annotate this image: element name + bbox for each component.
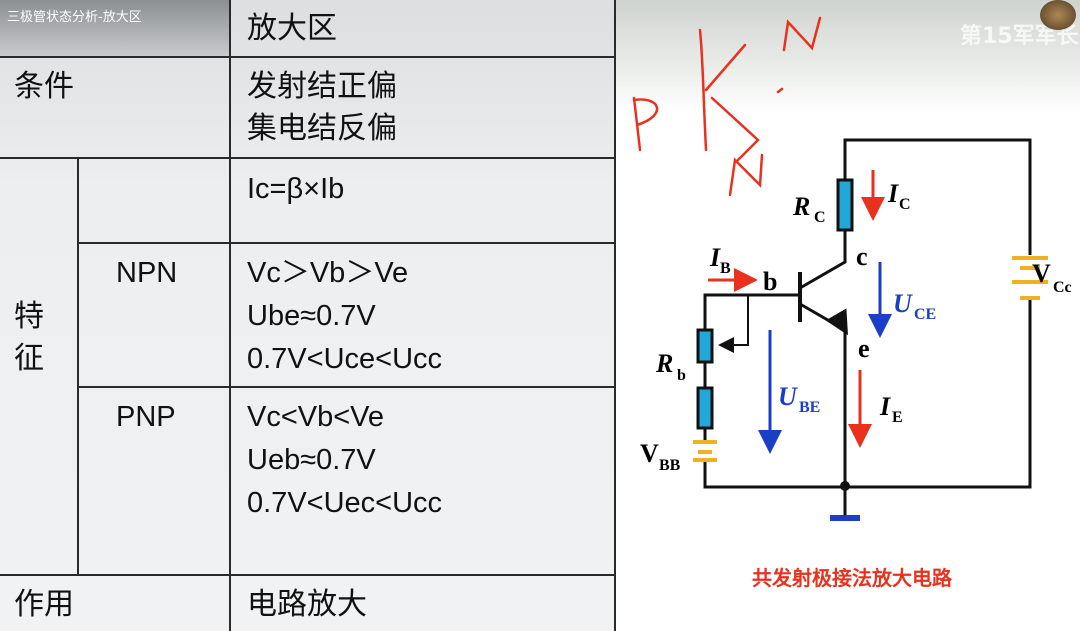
circuit-caption: 共发射极接法放大电路	[752, 566, 953, 590]
function-label: 作用	[14, 587, 74, 622]
ube-sub: BE	[799, 399, 820, 416]
uce-label: U	[893, 289, 913, 318]
npn-line: Ube≈0.7V	[247, 300, 376, 332]
general-formula: Ic=β×Ib	[247, 173, 345, 205]
header-amplify: 放大区	[247, 11, 337, 46]
junction-dot	[840, 481, 850, 491]
ie-sub: E	[892, 409, 903, 426]
rb-label: R	[655, 349, 673, 378]
resistor-rc	[836, 178, 854, 232]
wires	[703, 138, 1032, 515]
rc-sub: C	[814, 209, 826, 226]
ib-label: I	[709, 243, 721, 272]
avatar	[1040, 0, 1076, 30]
ube-label: U	[778, 382, 798, 411]
condition-label: 条件	[14, 69, 74, 104]
condition-line: 发射结正偏	[247, 69, 397, 104]
rc-label: R	[792, 192, 810, 221]
uce-sub: CE	[914, 306, 936, 323]
collector-label: c	[856, 242, 868, 271]
emitter-label: e	[858, 334, 870, 363]
window-title: 三极管状态分析-放大区	[7, 10, 142, 25]
pnp-line: Ueb≈0.7V	[247, 444, 376, 476]
vcc-sub: Cc	[1053, 279, 1072, 296]
handwritten-annotation	[632, 16, 822, 197]
feature-label: 征	[14, 341, 44, 376]
vcc-label: V	[1032, 259, 1051, 288]
resistor-rb2	[696, 386, 714, 430]
vbb-sub: BB	[659, 457, 681, 474]
ic-sub: C	[899, 196, 911, 213]
ic-label: I	[887, 179, 899, 208]
circuit-panel	[616, 0, 1080, 631]
ground-icon	[830, 515, 860, 521]
title-cell	[0, 0, 230, 57]
ie-label: I	[879, 392, 891, 421]
npn-line: 0.7V<Uce<Ucc	[247, 343, 443, 375]
battery-vcc-icon	[1012, 256, 1048, 300]
pnp-line: Vc<Vb<Ve	[247, 401, 385, 433]
npn-line: Vc＞Vb＞Ve	[247, 257, 409, 289]
pnp-label: PNP	[116, 401, 176, 433]
function-value: 电路放大	[247, 587, 367, 622]
battery-vbb-icon	[693, 440, 717, 462]
ib-sub: B	[720, 260, 731, 277]
resistor-rb	[696, 328, 714, 364]
rb-sub: b	[677, 367, 686, 384]
feature-label: 特	[14, 299, 44, 334]
slide-table: 三极管状态分析-放大区 放大区 条件 发射结正偏 集电结反偏 特 征 Ic=β×…	[0, 0, 616, 631]
base-label: b	[763, 267, 777, 296]
pnp-line: 0.7V<Uec<Ucc	[247, 487, 443, 519]
vbb-label: V	[640, 439, 659, 468]
condition-line: 集电结反偏	[247, 111, 397, 146]
npn-label: NPN	[116, 257, 178, 289]
